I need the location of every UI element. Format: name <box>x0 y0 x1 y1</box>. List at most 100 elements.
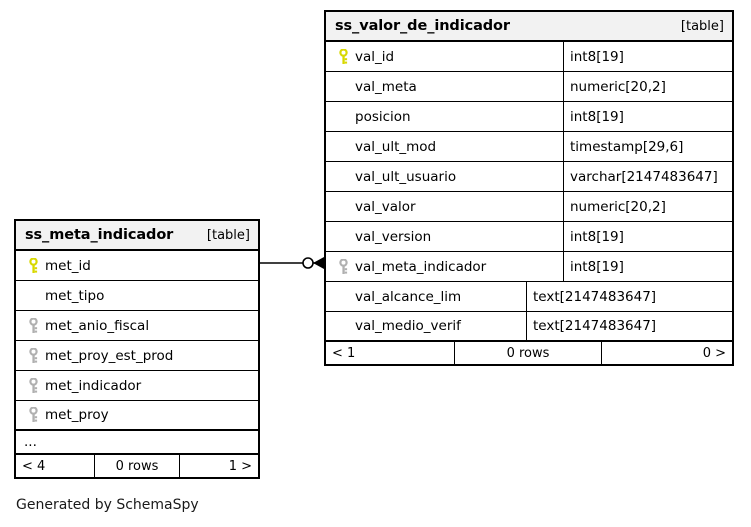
no-key-icon <box>334 168 352 186</box>
prev-page-button[interactable]: < 4 <box>22 458 46 474</box>
table-row[interactable]: val_ult_usuario varchar[2147483647] <box>326 162 732 192</box>
table-row[interactable]: posicion int8[19] <box>326 102 732 132</box>
column-name-cell: met_tipo <box>16 281 258 310</box>
no-key-icon <box>334 198 352 216</box>
no-key-icon <box>334 108 352 126</box>
column-name: met_indicador <box>45 377 142 394</box>
column-name: val_id <box>355 48 395 65</box>
column-name: val_ult_usuario <box>355 168 457 185</box>
column-name: val_meta <box>355 78 417 95</box>
table-row[interactable]: val_version int8[19] <box>326 222 732 252</box>
table-footer-nav[interactable]: < 4 0 rows 1 > <box>16 455 258 477</box>
next-page-button[interactable]: 1 > <box>228 458 252 474</box>
row-count-label: 0 rows <box>454 342 602 364</box>
table-row[interactable]: met_proy <box>16 401 258 431</box>
foreign-key-icon <box>24 406 42 424</box>
column-name: met_anio_fiscal <box>45 317 150 334</box>
column-name: val_alcance_lim <box>355 288 462 305</box>
table-row[interactable]: val_meta numeric[20,2] <box>326 72 732 102</box>
column-name-cell: val_version <box>326 222 563 251</box>
column-type-cell: varchar[2147483647] <box>563 162 732 191</box>
column-type-cell: int8[19] <box>563 42 732 71</box>
no-key-icon <box>334 78 352 96</box>
column-type: int8[19] <box>570 258 624 275</box>
column-name-cell: val_meta <box>326 72 563 101</box>
column-name: val_ult_mod <box>355 138 437 155</box>
table-row[interactable]: val_ult_mod timestamp[29,6] <box>326 132 732 162</box>
column-name: met_proy <box>45 407 109 423</box>
column-name: met_proy_est_prod <box>45 347 174 364</box>
column-name: met_id <box>45 257 91 274</box>
table-row[interactable]: met_anio_fiscal <box>16 311 258 341</box>
column-name-cell: posicion <box>326 102 563 131</box>
column-type-cell: numeric[20,2] <box>563 72 732 101</box>
prev-page-button[interactable]: < 1 <box>332 345 356 361</box>
generated-by-caption: Generated by SchemaSpy <box>16 497 199 513</box>
column-name: val_version <box>355 228 432 245</box>
foreign-key-icon <box>24 347 42 365</box>
foreign-key-icon <box>24 377 42 395</box>
column-type: timestamp[29,6] <box>570 138 684 155</box>
table-header-ss-meta-indicador[interactable]: ss_meta_indicador [table] <box>16 221 258 251</box>
table-kind-label: [table] <box>206 227 250 243</box>
column-name-cell: val_meta_indicador <box>326 252 563 281</box>
no-key-icon <box>334 228 352 246</box>
column-type: int8[19] <box>570 228 624 245</box>
row-count-label: 0 rows <box>94 455 180 477</box>
table-card-ss-valor-de-indicador[interactable]: ss_valor_de_indicador [table] val_id int… <box>324 10 734 366</box>
table-title: ss_meta_indicador <box>25 227 174 243</box>
column-name-cell: val_ult_mod <box>326 132 563 161</box>
table-row[interactable]: val_valor numeric[20,2] <box>326 192 732 222</box>
foreign-key-icon <box>334 258 352 276</box>
column-type-cell: text[2147483647] <box>526 312 732 340</box>
table-row[interactable]: met_indicador <box>16 371 258 401</box>
column-type: int8[19] <box>570 48 624 65</box>
column-name-cell: met_proy <box>16 401 258 429</box>
table-row[interactable]: met_tipo <box>16 281 258 311</box>
column-type-cell: int8[19] <box>563 102 732 131</box>
table-kind-label: [table] <box>680 18 724 34</box>
more-columns-label: ... <box>24 434 37 450</box>
cardinality-zero-marker <box>302 257 314 269</box>
primary-key-icon <box>334 48 352 66</box>
table-row[interactable]: met_proy_est_prod <box>16 341 258 371</box>
column-type: varchar[2147483647] <box>570 168 718 185</box>
column-name-cell: val_valor <box>326 192 563 221</box>
table-row[interactable]: val_medio_verif text[2147483647] <box>326 312 732 342</box>
column-type-cell: timestamp[29,6] <box>563 132 732 161</box>
column-type-cell: int8[19] <box>563 252 732 281</box>
column-type: text[2147483647] <box>533 288 657 305</box>
cardinality-many-marker <box>313 257 324 269</box>
table-row[interactable]: val_alcance_lim text[2147483647] <box>326 282 732 312</box>
column-name-cell: met_id <box>16 251 258 280</box>
no-key-icon <box>334 138 352 156</box>
table-card-ss-meta-indicador[interactable]: ss_meta_indicador [table] met_id m <box>14 219 260 479</box>
column-name: posicion <box>355 108 411 125</box>
column-name: val_medio_verif <box>355 318 461 334</box>
table-row[interactable]: val_meta_indicador int8[19] <box>326 252 732 282</box>
column-name-cell: val_alcance_lim <box>326 282 526 311</box>
more-columns-indicator[interactable]: ... <box>16 431 258 455</box>
table-header-ss-valor-de-indicador[interactable]: ss_valor_de_indicador [table] <box>326 12 732 42</box>
column-name-cell: val_ult_usuario <box>326 162 563 191</box>
column-type: numeric[20,2] <box>570 78 666 95</box>
column-type: text[2147483647] <box>533 318 657 334</box>
no-key-icon <box>334 317 352 335</box>
column-type-cell: numeric[20,2] <box>563 192 732 221</box>
foreign-key-icon <box>24 317 42 335</box>
no-key-icon <box>334 288 352 306</box>
column-name: val_valor <box>355 198 416 215</box>
table-row[interactable]: met_id <box>16 251 258 281</box>
column-name-cell: met_proy_est_prod <box>16 341 258 370</box>
column-name-cell: val_medio_verif <box>326 312 526 340</box>
table-row[interactable]: val_id int8[19] <box>326 42 732 72</box>
next-page-button[interactable]: 0 > <box>702 345 726 361</box>
primary-key-icon <box>24 257 42 275</box>
table-footer-nav[interactable]: < 1 0 rows 0 > <box>326 342 732 364</box>
column-type-cell: int8[19] <box>563 222 732 251</box>
column-type: numeric[20,2] <box>570 198 666 215</box>
column-name: val_meta_indicador <box>355 258 487 275</box>
column-name-cell: met_anio_fiscal <box>16 311 258 340</box>
table-title: ss_valor_de_indicador <box>335 18 510 34</box>
